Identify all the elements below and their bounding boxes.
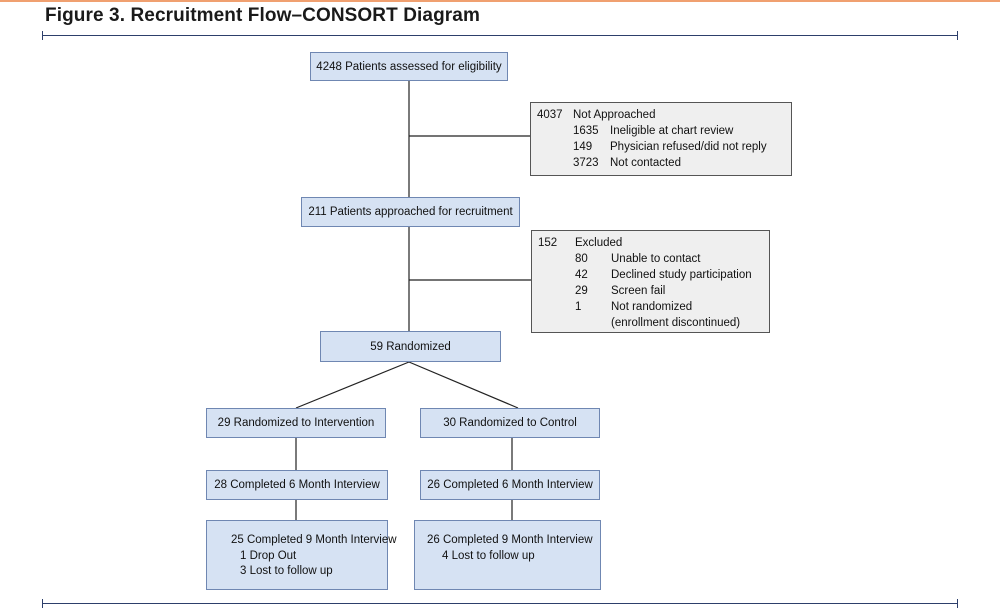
randomized-label: 59 Randomized	[370, 340, 451, 353]
approached-label: 211 Patients approached for recruitment	[308, 206, 513, 218]
assessed-label: 4248 Patients assessed for eligibility	[316, 60, 502, 73]
intervention-9mo-detail: 1 Drop Out	[240, 549, 297, 562]
not-approached-label: Not Approached	[573, 109, 656, 121]
excluded-item-label: Screen fail	[611, 285, 666, 297]
excluded-item-label: Unable to contact	[611, 253, 701, 265]
connector-randomized-control	[408, 361, 519, 409]
excluded-item-label: Declined study participation	[611, 269, 752, 281]
box-control-6mo: 26 Completed 6 Month Interview	[420, 470, 600, 500]
excluded-count: 152	[538, 237, 558, 249]
not-approached-item-count: 149	[573, 141, 593, 153]
not-approached-item-label: Ineligible at chart review	[610, 125, 734, 137]
box-not-approached: 4037 Not Approached 1635 Ineligible at c…	[530, 102, 792, 176]
not-approached-item-label: Not contacted	[610, 157, 681, 169]
not-approached-item-label: Physician refused/did not reply	[610, 141, 767, 153]
excluded-item-count: 80	[575, 253, 588, 265]
box-assessed: 4248 Patients assessed for eligibility	[310, 52, 508, 81]
box-intervention: 29 Randomized to Intervention	[206, 408, 386, 438]
box-approached: 211 Patients approached for recruitment	[301, 197, 520, 227]
control-9mo-detail: 4 Lost to follow up	[442, 549, 535, 562]
connector-randomized-intervention	[295, 361, 410, 409]
intervention-9mo-detail: 3 Lost to follow up	[240, 565, 333, 577]
box-control: 30 Randomized to Control	[420, 408, 600, 438]
excluded-item-count: 29	[575, 285, 588, 297]
top-rule	[42, 31, 958, 40]
intervention-6mo-label: 28 Completed 6 Month Interview	[214, 479, 380, 491]
intervention-9mo-label: 25 Completed 9 Month Interview	[231, 534, 397, 546]
box-intervention-6mo: 28 Completed 6 Month Interview	[206, 470, 388, 500]
excluded-item-label: Not randomized	[611, 301, 693, 313]
excluded-item-count: 1	[575, 301, 582, 313]
not-approached-count: 4037	[537, 109, 563, 121]
excluded-label: Excluded	[575, 237, 623, 249]
control-9mo-label: 26 Completed 9 Month Interview	[427, 534, 593, 546]
not-approached-item-count: 3723	[573, 157, 599, 169]
box-excluded: 152 Excluded 80 Unable to contact 42 Dec…	[531, 230, 770, 333]
excluded-item-count: 42	[575, 269, 588, 281]
intervention-label: 29 Randomized to Intervention	[217, 417, 375, 429]
figure-title: Figure 3. Recruitment Flow–CONSORT Diagr…	[45, 5, 480, 26]
top-accent-line	[0, 0, 1000, 2]
box-intervention-9mo: 25 Completed 9 Month Interview 1 Drop Ou…	[206, 520, 397, 590]
control-label: 30 Randomized to Control	[443, 417, 577, 429]
bottom-rule	[42, 599, 958, 608]
box-randomized: 59 Randomized	[320, 331, 501, 362]
not-approached-item-count: 1635	[573, 125, 599, 137]
excluded-note: (enrollment discontinued)	[611, 317, 741, 329]
control-6mo-label: 26 Completed 6 Month Interview	[427, 479, 593, 491]
box-control-9mo: 26 Completed 9 Month Interview 4 Lost to…	[414, 520, 601, 590]
